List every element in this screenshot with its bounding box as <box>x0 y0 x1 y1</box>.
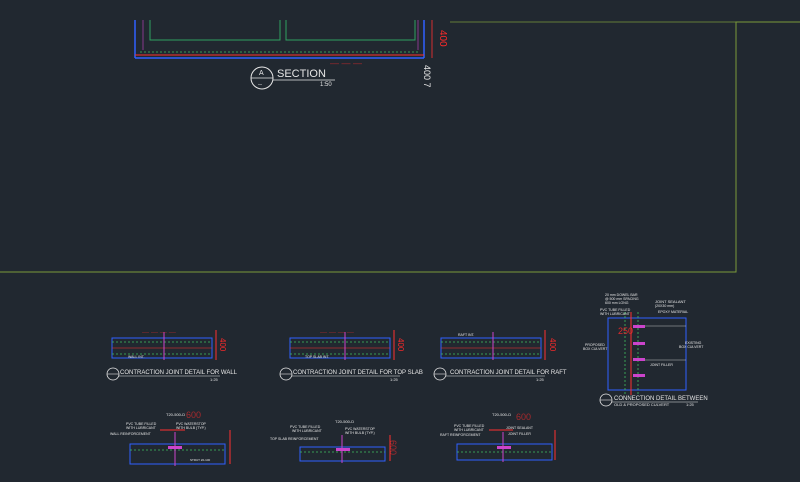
joint-detail-wall-tag: WALL INT. <box>128 355 145 359</box>
bottom-detail-raft-label-4: JOINT SEALANT <box>506 426 534 430</box>
connection-filler: JOINT FILLER <box>650 363 673 367</box>
bottom-detail-top-slab-top: T20-500-D <box>335 419 354 424</box>
connection-proposed-line-1: PROPOSED <box>585 343 605 347</box>
joint-detail-top-slab-tag: TOP SLAB INT. <box>305 355 329 359</box>
connection-sealant-line-3: EPOXY MATERIAL <box>658 310 688 314</box>
bottom-detail-raft-label-3: RAFT REINFORCEMENT <box>440 433 481 437</box>
bottom-detail-wall-label-5: WITH BULB (TYP.) <box>176 426 206 430</box>
bottom-detail-wall-bottom: STRUT 20-100 <box>190 458 210 462</box>
section-dim-vertical: 400 <box>437 30 448 47</box>
bottom-detail-raft-label-1: PVC TUBE FILLED <box>454 424 485 428</box>
bottom-detail-raft-label-5: JOINT FILLER <box>508 432 531 436</box>
joint-detail-raft-tag: RAFT INT. <box>458 333 475 337</box>
connection-sealant-line-1: JOINT SEALANT <box>655 299 686 304</box>
joint-detail-raft-title: CONTRACTION JOINT DETAIL FOR RAFT <box>450 370 567 376</box>
svg-text:— — — —: — — — — <box>320 329 354 336</box>
joint-detail-raft-scale: 1:25 <box>536 377 545 382</box>
bottom-detail-wall-label-4: PVC WATERSTOP <box>176 422 207 426</box>
joint-detail-wall-title: CONTRACTION JOINT DETAIL FOR WALL <box>120 370 238 376</box>
connection-pvc-line-2: WITH LUBRICANT <box>600 312 631 316</box>
bottom-detail-wall <box>129 429 231 466</box>
connection-existing-line-1: EXISTING <box>685 341 702 345</box>
joint-detail-raft <box>440 330 546 360</box>
bottom-detail-top-slab-label-5: WITH BULB (TYP.) <box>345 431 375 435</box>
connection-dowel-line-3: 600 mm LONG <box>605 301 629 305</box>
svg-text:— — — —: — — — — <box>142 329 176 336</box>
bottom-detail-top-slab <box>299 435 391 463</box>
joint-detail-top-slab-dim: 400 <box>396 338 405 352</box>
bottom-detail-top-slab-dim: 600 <box>388 440 398 455</box>
section-marker-sub: -- <box>258 82 262 88</box>
connection-pvc-line-1: PVC TUBE FILLED <box>600 308 631 312</box>
bottom-detail-raft <box>456 429 556 462</box>
bottom-detail-raft-dim: 600 <box>516 412 531 422</box>
section-marker-letter: A <box>259 70 264 77</box>
bottom-detail-top-slab-label-4: PVC WATERSTOP <box>345 427 376 431</box>
connection-detail-drawing <box>607 312 687 395</box>
joint-detail-wall: — — — — <box>111 329 217 360</box>
connection-proposed-line-2: BOX CULVERT <box>583 347 608 351</box>
bottom-detail-top-slab-label-3: TOP SLAB REINFORCEMENT <box>270 437 319 441</box>
connection-title: CONNECTION DETAIL BETWEEN <box>614 396 708 402</box>
section-title: SECTION <box>277 68 326 80</box>
connection-scale: 1:25 <box>686 402 695 407</box>
connection-dowel-line-2: @ 500 mm SPACING <box>605 297 639 301</box>
bottom-detail-wall-label-3: WALL REINFORCEMENT <box>110 432 152 436</box>
connection-dim: 250 <box>618 326 633 336</box>
joint-detail-wall-scale: 1:25 <box>210 377 219 382</box>
bottom-detail-wall-dim: 600 <box>186 410 201 420</box>
section-dim-tag: 400 7 <box>422 65 432 88</box>
joint-detail-top-slab-title: CONTRACTION JOINT DETAIL FOR TOP SLAB <box>293 370 423 376</box>
bottom-detail-wall-top: T20-500-D <box>166 412 185 417</box>
connection-sealant-line-2: (20X30 mm) <box>655 304 674 308</box>
bottom-detail-top-slab-label-1: PVC TUBE FILLED <box>290 425 321 429</box>
section-scale: 1:50 <box>320 82 332 88</box>
bottom-detail-top-slab-label-2: WITH LUBRICANT <box>292 429 323 433</box>
bottom-detail-raft-top: T20-500-D <box>492 412 511 417</box>
joint-detail-top-slab: — — — — <box>289 329 395 360</box>
connection-existing-line-2: BOX CULVERT <box>679 345 704 349</box>
bottom-detail-wall-label-1: PVC TUBE FILLED <box>126 422 157 426</box>
section-drawing: — — — <box>134 20 433 68</box>
joint-detail-raft-dim: 400 <box>548 338 557 352</box>
layout-frame <box>0 21 800 273</box>
bottom-detail-wall-label-2: WITH LUBRICANT <box>126 426 157 430</box>
joint-detail-top-slab-scale: 1:25 <box>390 377 399 382</box>
joint-detail-wall-dim: 400 <box>218 338 227 352</box>
connection-subtitle: OLD & PROPOSED CULVERT <box>614 402 670 407</box>
bottom-detail-raft-label-2: WITH LUBRICANT <box>454 428 485 432</box>
svg-text:— — —: — — — <box>330 58 362 68</box>
connection-dowel-line-1: 20 mm DOWEL BAR <box>605 293 638 297</box>
